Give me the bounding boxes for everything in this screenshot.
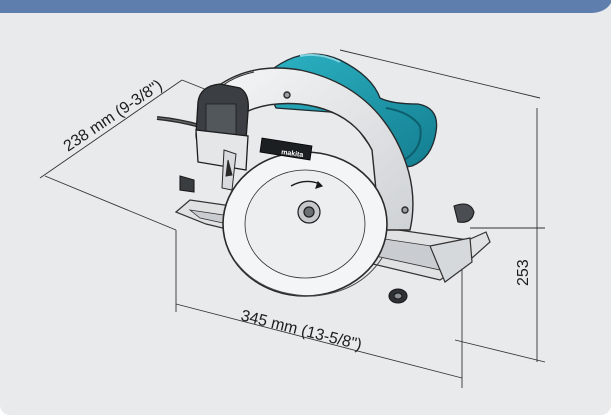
dimension-length-label: 345 mm (13-5/8")	[239, 307, 363, 353]
arbor	[290, 180, 324, 224]
brand-plate: makita	[259, 137, 313, 161]
header-strip	[0, 0, 611, 13]
riving-knife	[221, 149, 237, 191]
brand-label: makita	[281, 149, 304, 159]
dimension-height-label: 253	[515, 259, 532, 286]
dimension-depth-label: 238 mm (9-3/8")	[61, 77, 166, 155]
dimension-lines	[39, 49, 546, 388]
front-handle	[195, 83, 249, 171]
saw-blade	[222, 151, 388, 297]
side-knobs	[179, 175, 475, 304]
